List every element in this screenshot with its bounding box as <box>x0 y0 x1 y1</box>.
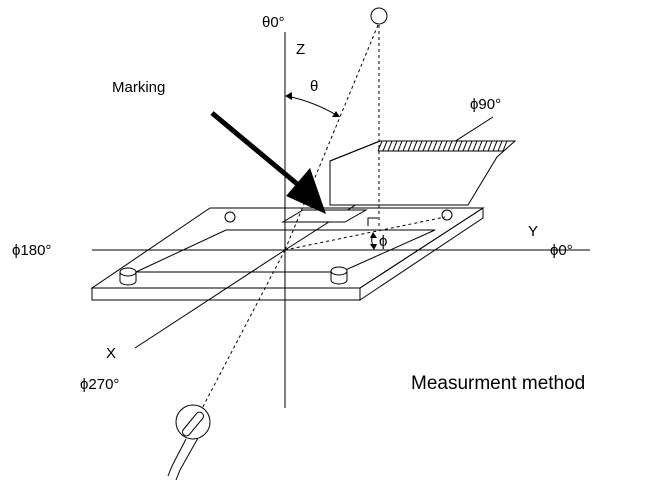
phi-0-label: ϕ0° <box>550 242 573 259</box>
marking-area <box>281 209 368 223</box>
theta-zero-label: θ0° <box>262 14 285 31</box>
y-axis-label: Y <box>528 223 538 240</box>
stage-recess <box>135 229 436 273</box>
theta-arrow-right <box>332 111 340 117</box>
stage-hole-left <box>224 211 236 223</box>
theta-arrow-left <box>285 92 292 100</box>
phi-arrow-up <box>370 232 377 238</box>
marking-label: Marking <box>112 79 165 96</box>
x-axis-line <box>134 249 286 349</box>
x-axis-label: X <box>106 345 116 362</box>
stage-pin-right <box>330 266 348 285</box>
phi-180-label: ϕ180° <box>12 242 51 259</box>
phi-90-label: ϕ90° <box>470 96 501 113</box>
panel-connector-stripes <box>377 140 508 152</box>
measurement-stage <box>90 207 485 301</box>
detection-ray-dashed <box>195 249 286 421</box>
stage-pin-left <box>119 267 137 286</box>
phi-label: ϕ <box>379 233 387 250</box>
theta-arc <box>286 95 339 117</box>
marking-arrow-icon <box>210 111 326 214</box>
panel-sheet <box>329 140 517 206</box>
detector-icon <box>167 404 211 481</box>
theta-label: θ <box>310 78 318 95</box>
stage-hole-right <box>441 209 453 221</box>
light-source-icon <box>370 7 388 25</box>
z-axis-label: Z <box>296 41 305 58</box>
phi-arrow-down <box>370 244 377 250</box>
phi-270-label: ϕ270° <box>80 376 119 393</box>
incident-ray-dashed <box>284 24 379 251</box>
right-angle-marker <box>367 217 378 226</box>
caption-label: Measurment method <box>411 373 585 394</box>
